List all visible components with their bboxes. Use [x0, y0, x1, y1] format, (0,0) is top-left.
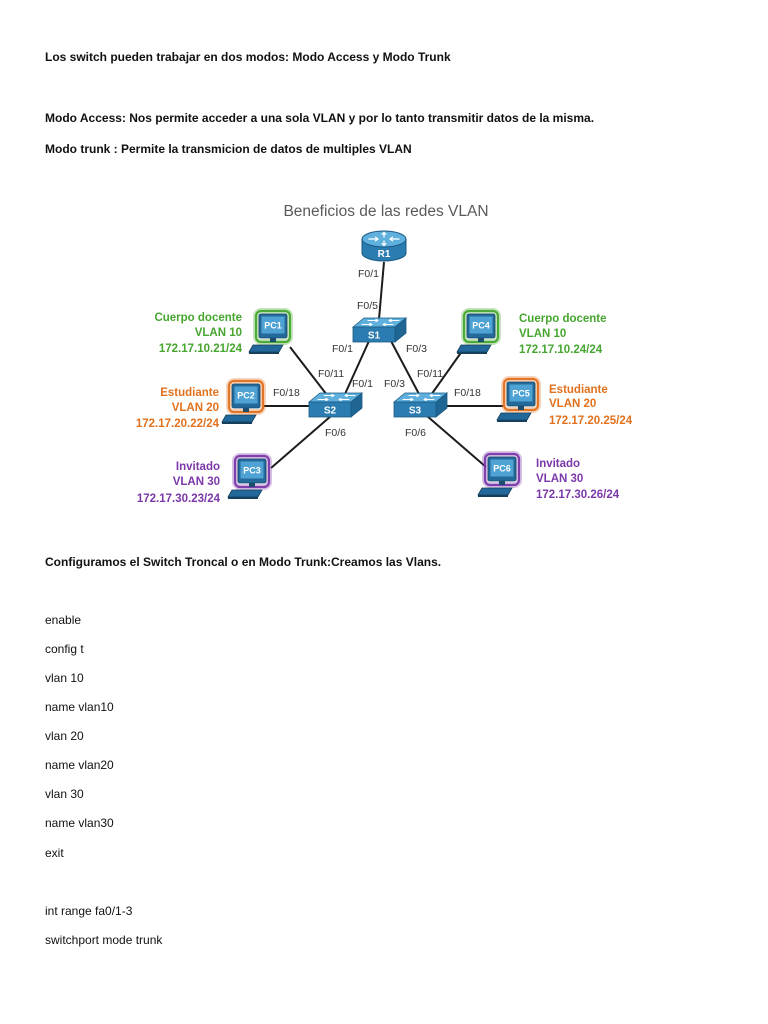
switch-s1: S1 [351, 317, 408, 343]
network-links [264, 261, 503, 469]
switch-s2-label: S2 [324, 406, 337, 417]
s3-port-to-pc5-label: F0/18 [454, 387, 481, 399]
link-s1-s3 [390, 340, 420, 395]
pc1-vlan: VLAN 10 [195, 327, 242, 339]
link-r1-s1 [378, 261, 385, 320]
command-line: name vlan10 [45, 700, 114, 714]
command-line: name vlan30 [45, 816, 114, 830]
pc4-ip: 172.17.10.24/24 [519, 344, 603, 356]
link-s1-s2 [344, 340, 370, 395]
pc5: PC5 [496, 376, 541, 422]
pc-icon [221, 383, 261, 424]
router-r1: R1 [361, 230, 407, 262]
s3-port-to-pc6-label: F0/6 [405, 427, 426, 439]
link-pc1-s2 [289, 346, 328, 396]
modes-intro-text: Los switch pueden trabajar en dos modos:… [45, 50, 451, 64]
command-line: switchport mode trunk [45, 933, 163, 947]
trunk-mode-text: Modo trunk : Permite la transmicion de d… [45, 142, 412, 156]
pc6-vlan: VLAN 30 [536, 473, 583, 485]
pc5-ip: 172.17.20.25/24 [549, 415, 633, 427]
pc2-label: PC2 [237, 391, 255, 401]
pc6-caption: Invitado VLAN 30 172.17.30.26/24 [536, 458, 620, 501]
pc6-role: Invitado [536, 458, 580, 470]
pc5-role: Estudiante [549, 384, 608, 396]
pc3-role: Invitado [176, 461, 220, 473]
pc5-label: PC5 [512, 389, 530, 399]
s3-port-to-pc4-label: F0/11 [417, 368, 443, 380]
pc1: PC1 [248, 308, 293, 354]
link-pc6-s3 [426, 415, 487, 468]
pc3-vlan: VLAN 30 [173, 476, 220, 488]
pc-icon [496, 381, 536, 422]
command-line: config t [45, 642, 84, 656]
pc3: PC3 [227, 453, 272, 499]
s1-port-to-r1-label: F0/5 [357, 300, 378, 312]
pc5-vlan: VLAN 20 [549, 398, 596, 410]
switch-s3: S3 [392, 392, 449, 418]
command-line: name vlan20 [45, 758, 114, 772]
link-pc3-s2 [270, 415, 332, 469]
command-line: enable [45, 613, 82, 627]
pc2-caption: Estudiante VLAN 20 172.17.20.22/24 [136, 387, 220, 430]
pc2-role: Estudiante [160, 387, 219, 399]
pc-icon [477, 456, 517, 497]
s3-port-to-s1-label: F0/3 [384, 378, 405, 390]
pc1-caption: Cuerpo docente VLAN 10 172.17.10.21/24 [154, 312, 242, 355]
pc3-caption: Invitado VLAN 30 172.17.30.23/24 [137, 461, 221, 505]
switch-s3-label: S3 [409, 406, 422, 417]
switch-icon [307, 392, 364, 418]
command-line: int range fa0/1-3 [45, 904, 133, 918]
pc4-label: PC4 [472, 321, 490, 331]
pc2-vlan: VLAN 20 [172, 402, 219, 414]
s2-port-to-pc1-label: F0/11 [318, 368, 344, 380]
command-line: vlan 10 [45, 671, 84, 685]
command-line: vlan 30 [45, 787, 84, 801]
pc2-ip: 172.17.20.22/24 [136, 418, 220, 430]
s2-port-to-pc3-label: F0/6 [325, 427, 346, 439]
pc-icon [248, 313, 288, 354]
pc2: PC2 [221, 378, 266, 424]
switch-s1-label: S1 [368, 331, 381, 342]
command-line: exit [45, 846, 64, 860]
pc3-ip: 172.17.30.23/24 [137, 493, 221, 505]
pc6-label: PC6 [493, 464, 511, 474]
switch-s2: S2 [307, 392, 364, 418]
s2-port-to-s1-label: F0/1 [352, 378, 373, 390]
pc1-ip: 172.17.10.21/24 [159, 343, 243, 355]
pc1-role: Cuerpo docente [154, 312, 242, 324]
port-labels: F0/1 F0/5 F0/1 F0/3 F0/11 F0/1 F0/3 F0/1… [273, 268, 481, 439]
command-line: vlan 20 [45, 729, 84, 743]
pc4-vlan: VLAN 10 [519, 328, 566, 340]
access-mode-text: Modo Access: Nos permite acceder a una s… [45, 111, 595, 125]
pc4-role: Cuerpo docente [519, 313, 607, 325]
switch-icon [351, 317, 408, 343]
r1-port-to-s1-label: F0/1 [358, 268, 379, 280]
router-label: R1 [378, 249, 391, 260]
pc6-ip: 172.17.30.26/24 [536, 489, 620, 501]
pc4-caption: Cuerpo docente VLAN 10 172.17.10.24/24 [519, 313, 607, 356]
link-pc4-s3 [430, 346, 466, 396]
router-icon [361, 230, 407, 262]
config-heading: Configuramos el Switch Troncal o en Modo… [45, 555, 442, 569]
diagram-title: Beneficios de las redes VLAN [283, 203, 488, 220]
pc6: PC6 [477, 451, 522, 497]
s2-port-to-pc2-label: F0/18 [273, 387, 300, 399]
pc4: PC4 [456, 308, 501, 354]
s1-port-to-s3-label: F0/3 [406, 343, 427, 355]
switch-icon [392, 392, 449, 418]
pc-icon [456, 313, 496, 354]
pc5-caption: Estudiante VLAN 20 172.17.20.25/24 [549, 384, 633, 427]
pc-icon [227, 458, 267, 499]
pc3-label: PC3 [243, 466, 261, 476]
pc1-label: PC1 [264, 321, 282, 331]
s1-port-to-s2-label: F0/1 [332, 343, 353, 355]
